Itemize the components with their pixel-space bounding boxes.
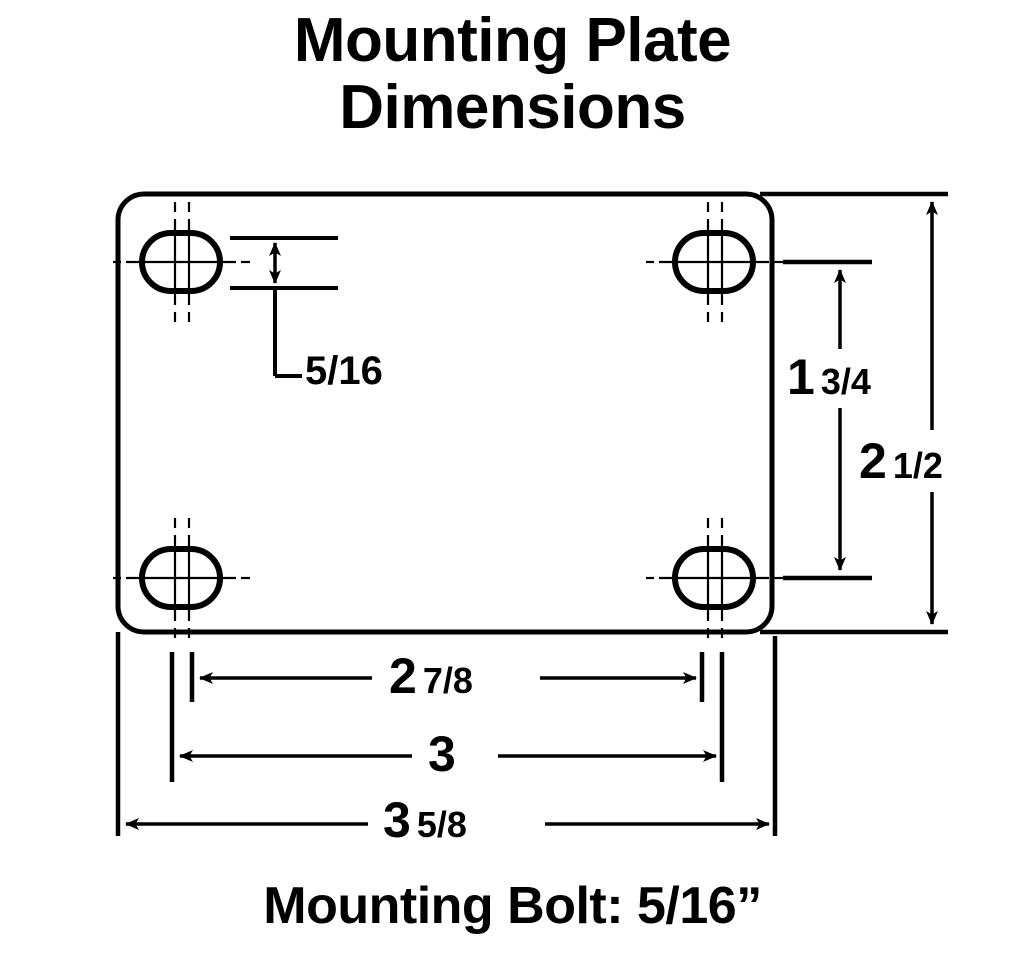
dimension-whole-plate-width: 3 <box>383 792 411 848</box>
page-title: Mounting Plate Dimensions <box>0 6 1025 142</box>
dimension-label-bolt-hole-size: 5/16 <box>305 351 383 391</box>
dimension-fraction-hole-spacing-horizontal: 7/8 <box>422 660 473 701</box>
title-line-2: Dimensions <box>339 72 686 142</box>
dimension-plate-height <box>760 191 948 635</box>
hole-top-right <box>646 202 783 322</box>
hole-top-left <box>113 202 250 322</box>
dimension-hole-spacing-vertical <box>783 259 872 581</box>
dimension-fraction-plate-width: 5/8 <box>416 804 467 845</box>
footer-note: Mounting Bolt: 5/16” <box>0 876 1025 936</box>
plate-outline <box>115 191 775 635</box>
dimension-fraction-hole-spacing-vertical: 3/4 <box>820 361 871 402</box>
mounting-bolt-note: Mounting Bolt: 5/16” <box>263 877 762 935</box>
hole-bottom-right <box>646 518 783 638</box>
dimension-whole-plate-height: 2 <box>859 433 887 489</box>
dimension-whole-hole-spacing-vertical: 1 <box>787 349 815 405</box>
dimension-value-slot-outer-span: 3 <box>428 726 456 782</box>
bottom-extension-lines <box>115 632 778 836</box>
dimension-value-bolt-hole-size: 5/16 <box>305 349 383 393</box>
hole-bottom-left <box>113 518 250 638</box>
dimension-fraction-plate-height: 1/2 <box>892 445 943 486</box>
title-line-1: Mounting Plate <box>293 6 732 75</box>
dimension-whole-hole-spacing-horizontal: 2 <box>389 648 417 704</box>
dimension-label-slot-outer-span: 3 <box>428 729 456 779</box>
dimension-bolt-hole-size <box>230 236 338 378</box>
